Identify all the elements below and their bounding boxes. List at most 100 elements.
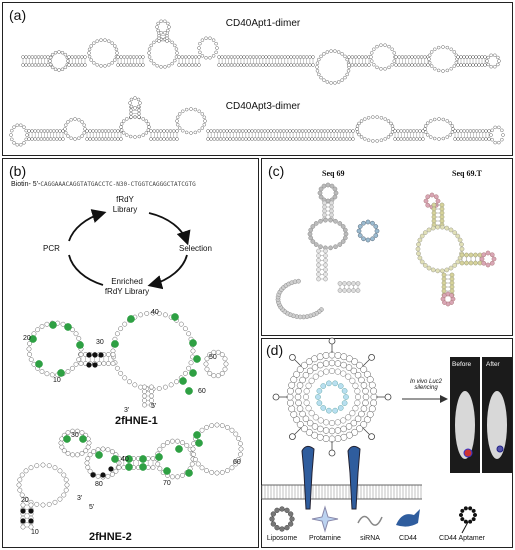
nucleotide-bead bbox=[316, 400, 323, 406]
nucleotide-bead bbox=[363, 63, 368, 67]
nucleotide-bead bbox=[448, 133, 453, 137]
nucleotide-bead bbox=[162, 312, 168, 318]
nucleotide-bead bbox=[275, 129, 280, 133]
nucleotide-bead bbox=[356, 361, 363, 369]
nucleotide-bead bbox=[234, 129, 239, 133]
panel-b: (b) Biotin- 5'-CAGGAAACAGGTATGACCTC-N30-… bbox=[2, 158, 259, 548]
nucleotide-bead bbox=[118, 326, 124, 332]
nucleotide-bead bbox=[113, 129, 117, 133]
nucleotide-bead bbox=[320, 383, 327, 389]
nucleotide-bead bbox=[465, 129, 470, 133]
nucleotide-bead bbox=[449, 288, 455, 294]
nucleotide-bead bbox=[346, 281, 352, 286]
nucleotide-bead bbox=[295, 387, 302, 395]
nucleotide-bead bbox=[337, 405, 344, 411]
nucleotide-bead bbox=[57, 369, 65, 377]
nucleotide-bead bbox=[326, 407, 332, 414]
nucleotide-bead bbox=[156, 28, 160, 33]
nucleotide-bead bbox=[60, 50, 65, 55]
nucleotide-bead bbox=[355, 281, 361, 286]
nucleotide-bead bbox=[341, 137, 346, 141]
nucleotide-bead bbox=[40, 462, 46, 468]
nucleotide-bead bbox=[397, 63, 401, 67]
nucleotide-bead bbox=[337, 383, 344, 389]
nucleotide-bead bbox=[441, 117, 446, 122]
nucleotide-bead bbox=[471, 508, 476, 513]
nucleotide-bead bbox=[303, 137, 308, 141]
nucleotide-bead bbox=[91, 137, 95, 141]
nucleotide-bead bbox=[426, 227, 432, 233]
nucleotide-bead bbox=[204, 356, 210, 362]
nucleotide-bead bbox=[67, 55, 71, 59]
nucleotide-bead bbox=[334, 435, 342, 443]
nucleotide-bead bbox=[113, 137, 117, 141]
nucleotide-bead bbox=[383, 137, 387, 141]
nucleotide-bead bbox=[419, 55, 424, 59]
nucleotide-bead bbox=[455, 259, 461, 265]
nucleotide-bead bbox=[24, 128, 28, 133]
nucleotide-bead bbox=[261, 63, 265, 67]
nucleotide-bead bbox=[110, 352, 116, 357]
nucleotide-bead bbox=[285, 129, 289, 133]
nucleotide-bead bbox=[468, 63, 472, 67]
nucleotide-bead bbox=[149, 58, 153, 63]
nucleotide-bead bbox=[485, 250, 491, 256]
nucleotide-bead bbox=[95, 39, 99, 43]
nucleotide-bead bbox=[149, 384, 154, 390]
nucleotide-bead bbox=[471, 129, 476, 133]
nucleotide-bead bbox=[45, 129, 50, 133]
nucleotide-bead bbox=[315, 65, 319, 69]
nucleotide-bead bbox=[477, 55, 481, 59]
nucleotide-bead bbox=[423, 124, 428, 128]
nucleotide-bead bbox=[250, 137, 254, 141]
nucleotide-bead bbox=[85, 129, 89, 133]
nucleotide-bead bbox=[362, 387, 369, 395]
nucleotide-bead bbox=[165, 440, 170, 446]
s2-num-40: 40 bbox=[121, 456, 129, 463]
nucleotide-bead bbox=[92, 362, 98, 368]
nucleotide-bead bbox=[323, 248, 328, 254]
nucleotide-bead bbox=[394, 55, 398, 59]
nucleotide-bead bbox=[109, 129, 114, 133]
nucleotide-bead bbox=[200, 54, 205, 58]
nucleotide-bead bbox=[483, 55, 487, 59]
nucleotide-bead bbox=[92, 61, 96, 65]
nucleotide-bead bbox=[351, 137, 355, 141]
nucleotide-bead bbox=[199, 465, 205, 471]
nucleotide-bead bbox=[57, 468, 63, 474]
nucleotide-bead bbox=[379, 138, 384, 142]
nucleotide-bead bbox=[175, 129, 179, 133]
nucleotide-bead bbox=[403, 55, 408, 59]
nucleotide-bead bbox=[114, 365, 120, 371]
nucleotide-bead bbox=[383, 117, 387, 121]
nucleotide-bead bbox=[405, 129, 410, 133]
nucleotide-bead bbox=[459, 55, 463, 59]
nucleotide-bead bbox=[190, 63, 195, 67]
nucleotide-bead bbox=[392, 59, 397, 63]
nucleotide-bead bbox=[28, 357, 34, 363]
nucleotide-bead bbox=[308, 377, 315, 384]
nucleotide-bead bbox=[60, 67, 65, 72]
nucleotide-bead bbox=[239, 55, 243, 59]
nucleotide-bead bbox=[293, 370, 301, 378]
nucleotide-bead bbox=[308, 63, 312, 67]
nucleotide-bead bbox=[222, 137, 226, 141]
nucleotide-bead bbox=[21, 55, 25, 59]
nucleotide-bead bbox=[168, 129, 173, 133]
nucleotide-bead bbox=[86, 362, 92, 368]
nucleotide-bead bbox=[342, 288, 347, 293]
nucleotide-bead bbox=[53, 67, 58, 72]
nucleotide-bead bbox=[244, 137, 248, 141]
nucleotide-bead bbox=[65, 430, 71, 436]
nucleotide-bead bbox=[366, 116, 371, 120]
nucleotide-bead bbox=[348, 129, 352, 133]
nucleotide-bead bbox=[422, 262, 428, 268]
nucleotide-bead bbox=[52, 499, 58, 505]
nucleotide-bead bbox=[19, 492, 25, 498]
nucleotide-bead bbox=[360, 366, 368, 373]
s1-num-10: 10 bbox=[53, 377, 61, 384]
nucleotide-bead bbox=[304, 55, 309, 59]
nucleotide-bead bbox=[36, 137, 41, 141]
nucleotide-bead bbox=[411, 129, 416, 133]
nucleotide-bead bbox=[288, 405, 296, 413]
